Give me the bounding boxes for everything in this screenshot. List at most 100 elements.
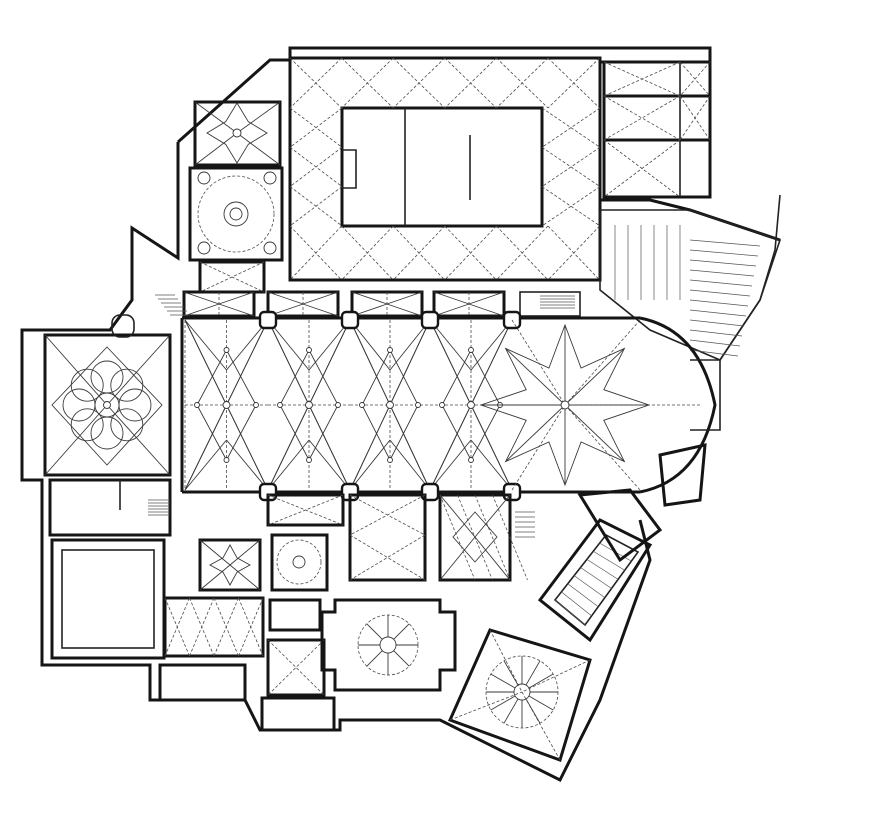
nave-tierceron: [226, 404, 269, 491]
southeast-chapel-rib: [525, 660, 541, 686]
southeast-chapel-rib: [528, 695, 554, 711]
south-transept-rib: [366, 623, 383, 640]
star-chapel-rib: [236, 132, 281, 166]
cloister-vault-ribs: [289, 57, 601, 281]
nave-north-pier: [340, 310, 360, 330]
nave-boss: [359, 402, 365, 408]
nave-boss: [387, 457, 393, 463]
vestibule-ribs: [199, 261, 265, 293]
southeast-chapel-diagonal: [521, 659, 591, 693]
nave-boss: [306, 347, 312, 353]
star-chapel-rib: [236, 101, 281, 134]
nave-boss: [306, 457, 312, 463]
cloister-garth-wall: [340, 106, 544, 228]
south-corridor-rib: [238, 597, 264, 657]
cloister-bay-rib: [496, 225, 549, 281]
nave-tierceron: [226, 319, 269, 371]
south-domed-chapel-oculus: [292, 555, 306, 569]
west-chapel-diagonal: [106, 404, 171, 476]
southeast-wing: [447, 443, 707, 762]
nave: [180, 310, 640, 502]
south-transept-wall: [320, 598, 457, 692]
nave-tierceron: [429, 319, 472, 406]
nave-tierceron: [470, 319, 513, 406]
northeast-room-vault-ribs: [603, 61, 711, 198]
domed-chapel-oculus-inner: [229, 207, 243, 221]
west-chapel-lobe: [118, 388, 152, 422]
cloister-bay-rib: [547, 225, 600, 281]
domed-chapel-corner-2: [263, 171, 277, 185]
nave-north-pier: [420, 310, 440, 330]
northeast-stairs: [614, 225, 761, 357]
northeast-room-block: [602, 60, 712, 199]
nave-boss: [467, 401, 475, 409]
south-chapel-3-rib: [439, 494, 476, 581]
north-perimeter-wall: [177, 46, 781, 242]
west-chapel-vault: [44, 334, 171, 476]
south-domed-chapel-dome: [276, 539, 322, 585]
south-chapel-3-rib: [492, 494, 528, 581]
southeast-corridor-rib: [580, 567, 612, 589]
nave-tierceron: [470, 404, 513, 491]
cloister-bay-rib: [392, 225, 446, 281]
stair-step: [689, 239, 761, 247]
northeast-bay-rib: [603, 61, 681, 97]
south-corridor-vault-ribs: [164, 597, 264, 657]
southeast-corridor: [537, 518, 653, 643]
south-chapel-5: [266, 638, 326, 697]
cloister: [288, 56, 602, 282]
cloister-bay-rib: [541, 146, 601, 187]
cloister-bay-rib: [496, 57, 549, 109]
stair-step: [689, 269, 755, 277]
stair-step: [689, 329, 743, 337]
northeast-bay-rib: [603, 139, 681, 198]
star-chapel-vault: [194, 101, 281, 166]
southeast-corridor-rib: [593, 550, 625, 571]
north-aisle-chapels: [182, 290, 581, 318]
apse-boss: [560, 400, 570, 410]
nave-boss: [253, 402, 259, 408]
south-chapel-3-vault: [439, 494, 528, 581]
nave-north-pier: [258, 310, 278, 330]
southeast-corridor-rib: [586, 559, 619, 580]
southwest-star-chapel-vault: [199, 539, 261, 591]
cloister-bay-rib: [547, 57, 600, 109]
west-chapel-boss: [103, 401, 111, 409]
south-chapel-3-rib: [439, 536, 476, 581]
nave-boss: [194, 402, 200, 408]
southwest-room-1: [48, 478, 172, 537]
apse-radial-rib: [564, 404, 625, 462]
domed-chapel-oculus: [223, 201, 249, 227]
nave-boss: [439, 402, 445, 408]
star-chapel-star: [206, 102, 268, 164]
southeast-chapel-rib: [490, 695, 516, 711]
nave-tierceron: [226, 439, 269, 491]
west-perimeter-wall: [20, 142, 652, 783]
southeast-corridor-inner: [553, 533, 640, 627]
nave-boss: [415, 402, 421, 408]
nave-boss: [387, 347, 393, 353]
stair-step: [689, 249, 759, 257]
nave-tierceron: [349, 404, 391, 491]
domed-chapel-corner-4: [263, 241, 277, 255]
sacristy-outline: [599, 209, 782, 361]
south-transept-ribs: [358, 615, 418, 675]
nave-tierceron: [308, 439, 351, 491]
stair-step: [689, 309, 747, 317]
cloister-bay-rib: [289, 107, 343, 148]
nave-tierceron: [308, 319, 351, 406]
nave-tierceron: [389, 404, 431, 491]
south-corridor-rib: [213, 597, 239, 657]
apse-wall: [639, 316, 717, 494]
south-chapel-3-rib: [474, 536, 511, 581]
southeast-corridor-rib: [567, 583, 599, 608]
cloister-bay-rib: [444, 57, 497, 109]
south-chapel-3-rib: [457, 494, 493, 581]
southeast-chapel-rib: [490, 673, 516, 689]
south-chapel-6: [260, 696, 336, 732]
apse-rib: [564, 404, 641, 491]
nave-tierceron: [184, 319, 227, 406]
southeast-vestibule: [577, 488, 663, 563]
nave-tierceron: [429, 404, 472, 491]
